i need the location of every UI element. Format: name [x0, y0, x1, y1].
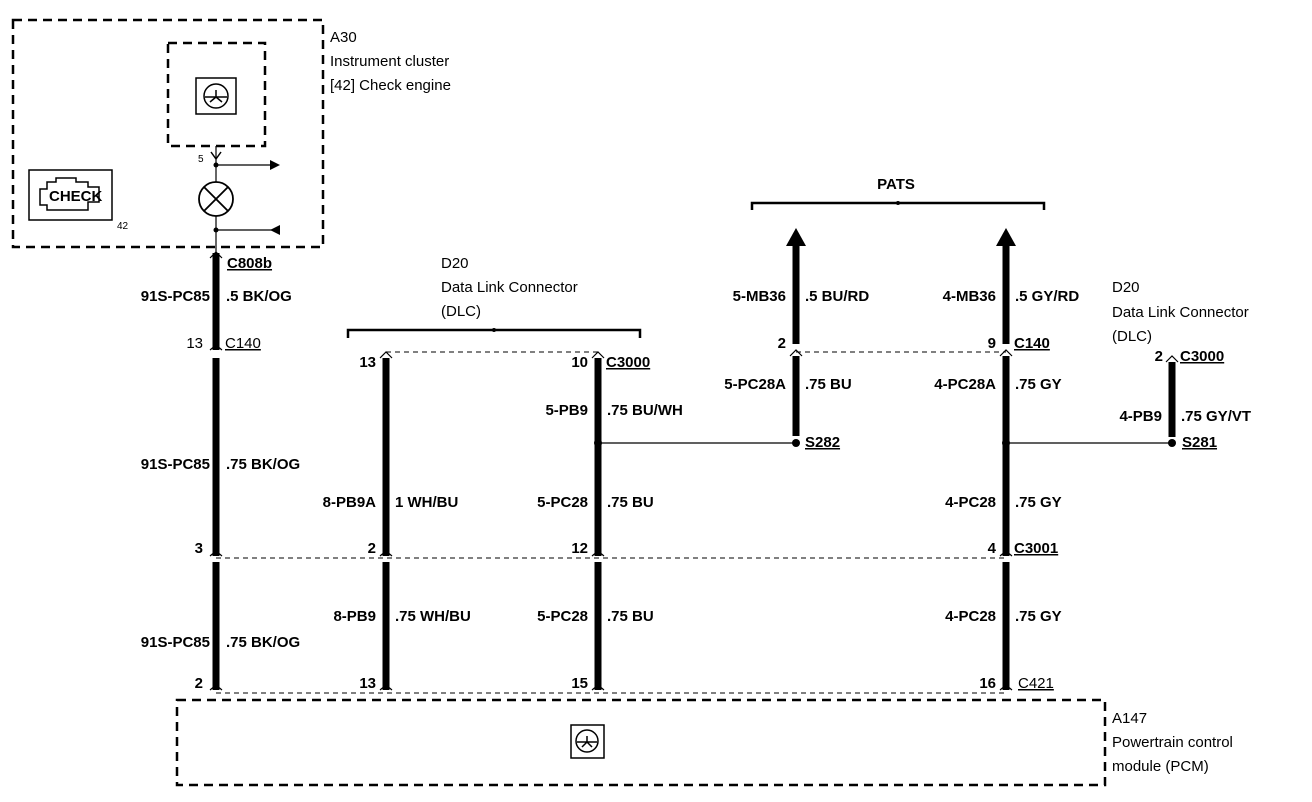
pin-col1-c140: 13	[186, 335, 203, 352]
connector-c808b: C808b	[227, 255, 272, 272]
wire-circuit-col4-top: 5-MB36	[733, 288, 786, 305]
pin-col1-c3001: 3	[195, 540, 203, 557]
pin-col2-c3000: 13	[359, 354, 376, 371]
wire-circuit-col5-top: 4-MB36	[943, 288, 996, 305]
d20-left-abbr: (DLC)	[441, 303, 481, 320]
a30-pin-top: 5	[198, 154, 204, 165]
splice-s281-dot	[1168, 439, 1176, 447]
connector-c140-left: C140	[225, 335, 261, 352]
connector-c3001: C3001	[1014, 540, 1058, 557]
pats-label: PATS	[877, 176, 915, 193]
input-arrow-icon	[270, 225, 280, 235]
pin-col1-c421: 2	[195, 675, 203, 692]
wire-circuit-col1-bot: 91S-PC85	[141, 634, 210, 651]
wire-spec-col6: .75 GY/VT	[1181, 408, 1251, 425]
splice-s282-dot	[792, 439, 800, 447]
solid-state-device-icon	[570, 724, 605, 759]
a30-name: Instrument cluster	[330, 53, 449, 70]
output-arrow-icon	[270, 160, 280, 170]
wire-circuit-col5-bot: 4-PC28	[945, 608, 996, 625]
d20-left-name: Data Link Connector	[441, 279, 578, 296]
wire-spec-col5-top: .5 GY/RD	[1015, 288, 1079, 305]
bulb-icon	[198, 181, 234, 217]
wire-spec-col5-upper: .75 GY	[1015, 376, 1062, 393]
wire-spec-col3-bot: .75 BU	[607, 608, 654, 625]
wire-circuit-col2-mid: 8-PB9A	[323, 494, 377, 511]
wire-circuit-col1-mid: 91S-PC85	[141, 456, 210, 473]
pin-col3-c3000: 10	[571, 354, 588, 371]
a147-name: Powertrain control	[1112, 734, 1233, 751]
pin-col3-c421: 15	[571, 675, 588, 692]
wire-circuit-col1-top: 91S-PC85	[141, 288, 210, 305]
wire-spec-col2-bot: .75 WH/BU	[395, 608, 471, 625]
wire-circuit-col2-bot: 8-PB9	[333, 608, 376, 625]
wire-spec-col3-mid: .75 BU	[607, 494, 654, 511]
pin-col4-c140: 2	[778, 335, 786, 352]
pin-col5-c3001: 4	[988, 540, 997, 557]
wire-spec-col1-top: .5 BK/OG	[226, 288, 292, 305]
pin-col5-c421: 16	[979, 675, 996, 692]
a30-module-boundary	[11, 18, 325, 249]
a30-pin-lamp: 42	[117, 221, 129, 232]
pin-col6-c3000: 2	[1155, 348, 1163, 365]
wire-spec-col4-bot: .75 BU	[805, 376, 852, 393]
splice-s281: S281	[1182, 434, 1217, 451]
wire-spec-col4-top: .5 BU/RD	[805, 288, 869, 305]
wire-spec-col1-bot: .75 BK/OG	[226, 634, 300, 651]
wire-circuit-col3-bot: 5-PC28	[537, 608, 588, 625]
connector-c3000-left: C3000	[606, 354, 650, 371]
pin-col2-c421: 13	[359, 675, 376, 692]
wire-spec-col1-mid: .75 BK/OG	[226, 456, 300, 473]
wire-spec-col5-bot: .75 GY	[1015, 608, 1062, 625]
wire-spec-col5-mid: .75 GY	[1015, 494, 1062, 511]
arrow-up-icon	[786, 228, 806, 246]
a30-id: A30	[330, 29, 357, 46]
a147-name2: module (PCM)	[1112, 758, 1209, 775]
check-engine-icon: CHECK	[28, 169, 113, 221]
d20-right-abbr: (DLC)	[1112, 328, 1152, 345]
wire-circuit-col6: 4-PB9	[1119, 408, 1162, 425]
wire-circuit-col4-bot: 5-PC28A	[724, 376, 786, 393]
splice-s282: S282	[805, 434, 840, 451]
wire-circuit-col5-upper: 4-PC28A	[934, 376, 996, 393]
pin-col5-c140: 9	[988, 335, 996, 352]
solid-state-device-icon	[195, 77, 237, 115]
pin-col3-c3001: 12	[571, 540, 588, 557]
wire-spec-col3-top: .75 BU/WH	[607, 402, 683, 419]
wire-circuit-col5-mid: 4-PC28	[945, 494, 996, 511]
d20-left-id: D20	[441, 255, 469, 272]
connector-c3000-right: C3000	[1180, 348, 1224, 365]
wire-spec-col2-mid: 1 WH/BU	[395, 494, 458, 511]
pin-col2-c3001: 2	[368, 540, 376, 557]
a30-sub: [42] Check engine	[330, 77, 451, 94]
d20-right-name: Data Link Connector	[1112, 304, 1249, 321]
arrow-up-icon	[996, 228, 1016, 246]
connector-c421: C421	[1018, 675, 1054, 692]
pin-arrow-icon	[210, 151, 222, 161]
connector-c140-right: C140	[1014, 335, 1050, 352]
wire-circuit-col3-top: 5-PB9	[545, 402, 588, 419]
svg-text:CHECK: CHECK	[49, 188, 103, 205]
d20-right-id: D20	[1112, 279, 1140, 296]
a147-id: A147	[1112, 710, 1147, 727]
a147-module-boundary	[175, 698, 1107, 787]
wire-circuit-col3-mid: 5-PC28	[537, 494, 588, 511]
